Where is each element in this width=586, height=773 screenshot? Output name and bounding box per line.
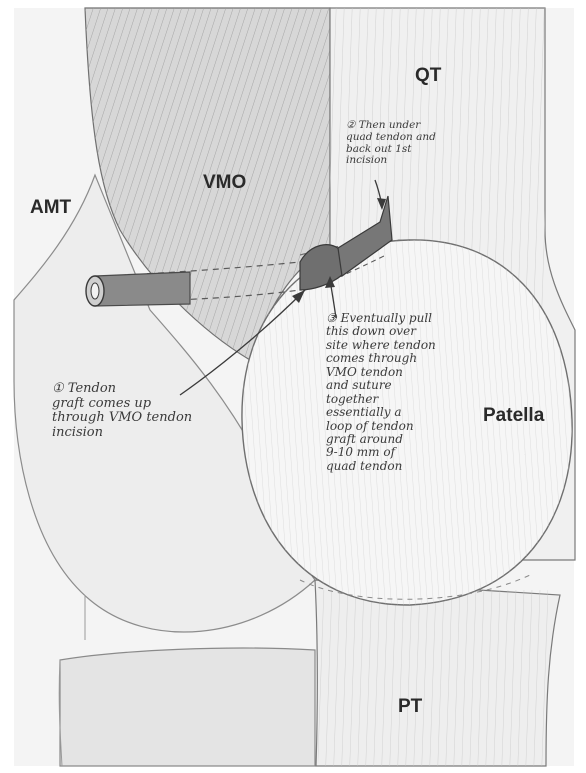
label-pt: PT — [398, 696, 422, 718]
label-qt: QT — [415, 65, 441, 87]
patellar-tendon-fibers — [318, 590, 548, 766]
label-vmo: VMO — [203, 172, 246, 194]
note-step3: ③ Eventually pull this down over site wh… — [326, 312, 436, 473]
graft-lumen — [91, 283, 99, 299]
label-patella: Patella — [483, 405, 544, 427]
note-step1: ① Tendon graft comes up through VMO tend… — [52, 382, 192, 440]
label-amt: AMT — [30, 197, 71, 219]
note-step2: ② Then under quad tendon and back out 1s… — [346, 120, 436, 167]
tendon-graft — [95, 272, 190, 306]
tibial-plateau — [60, 648, 315, 766]
